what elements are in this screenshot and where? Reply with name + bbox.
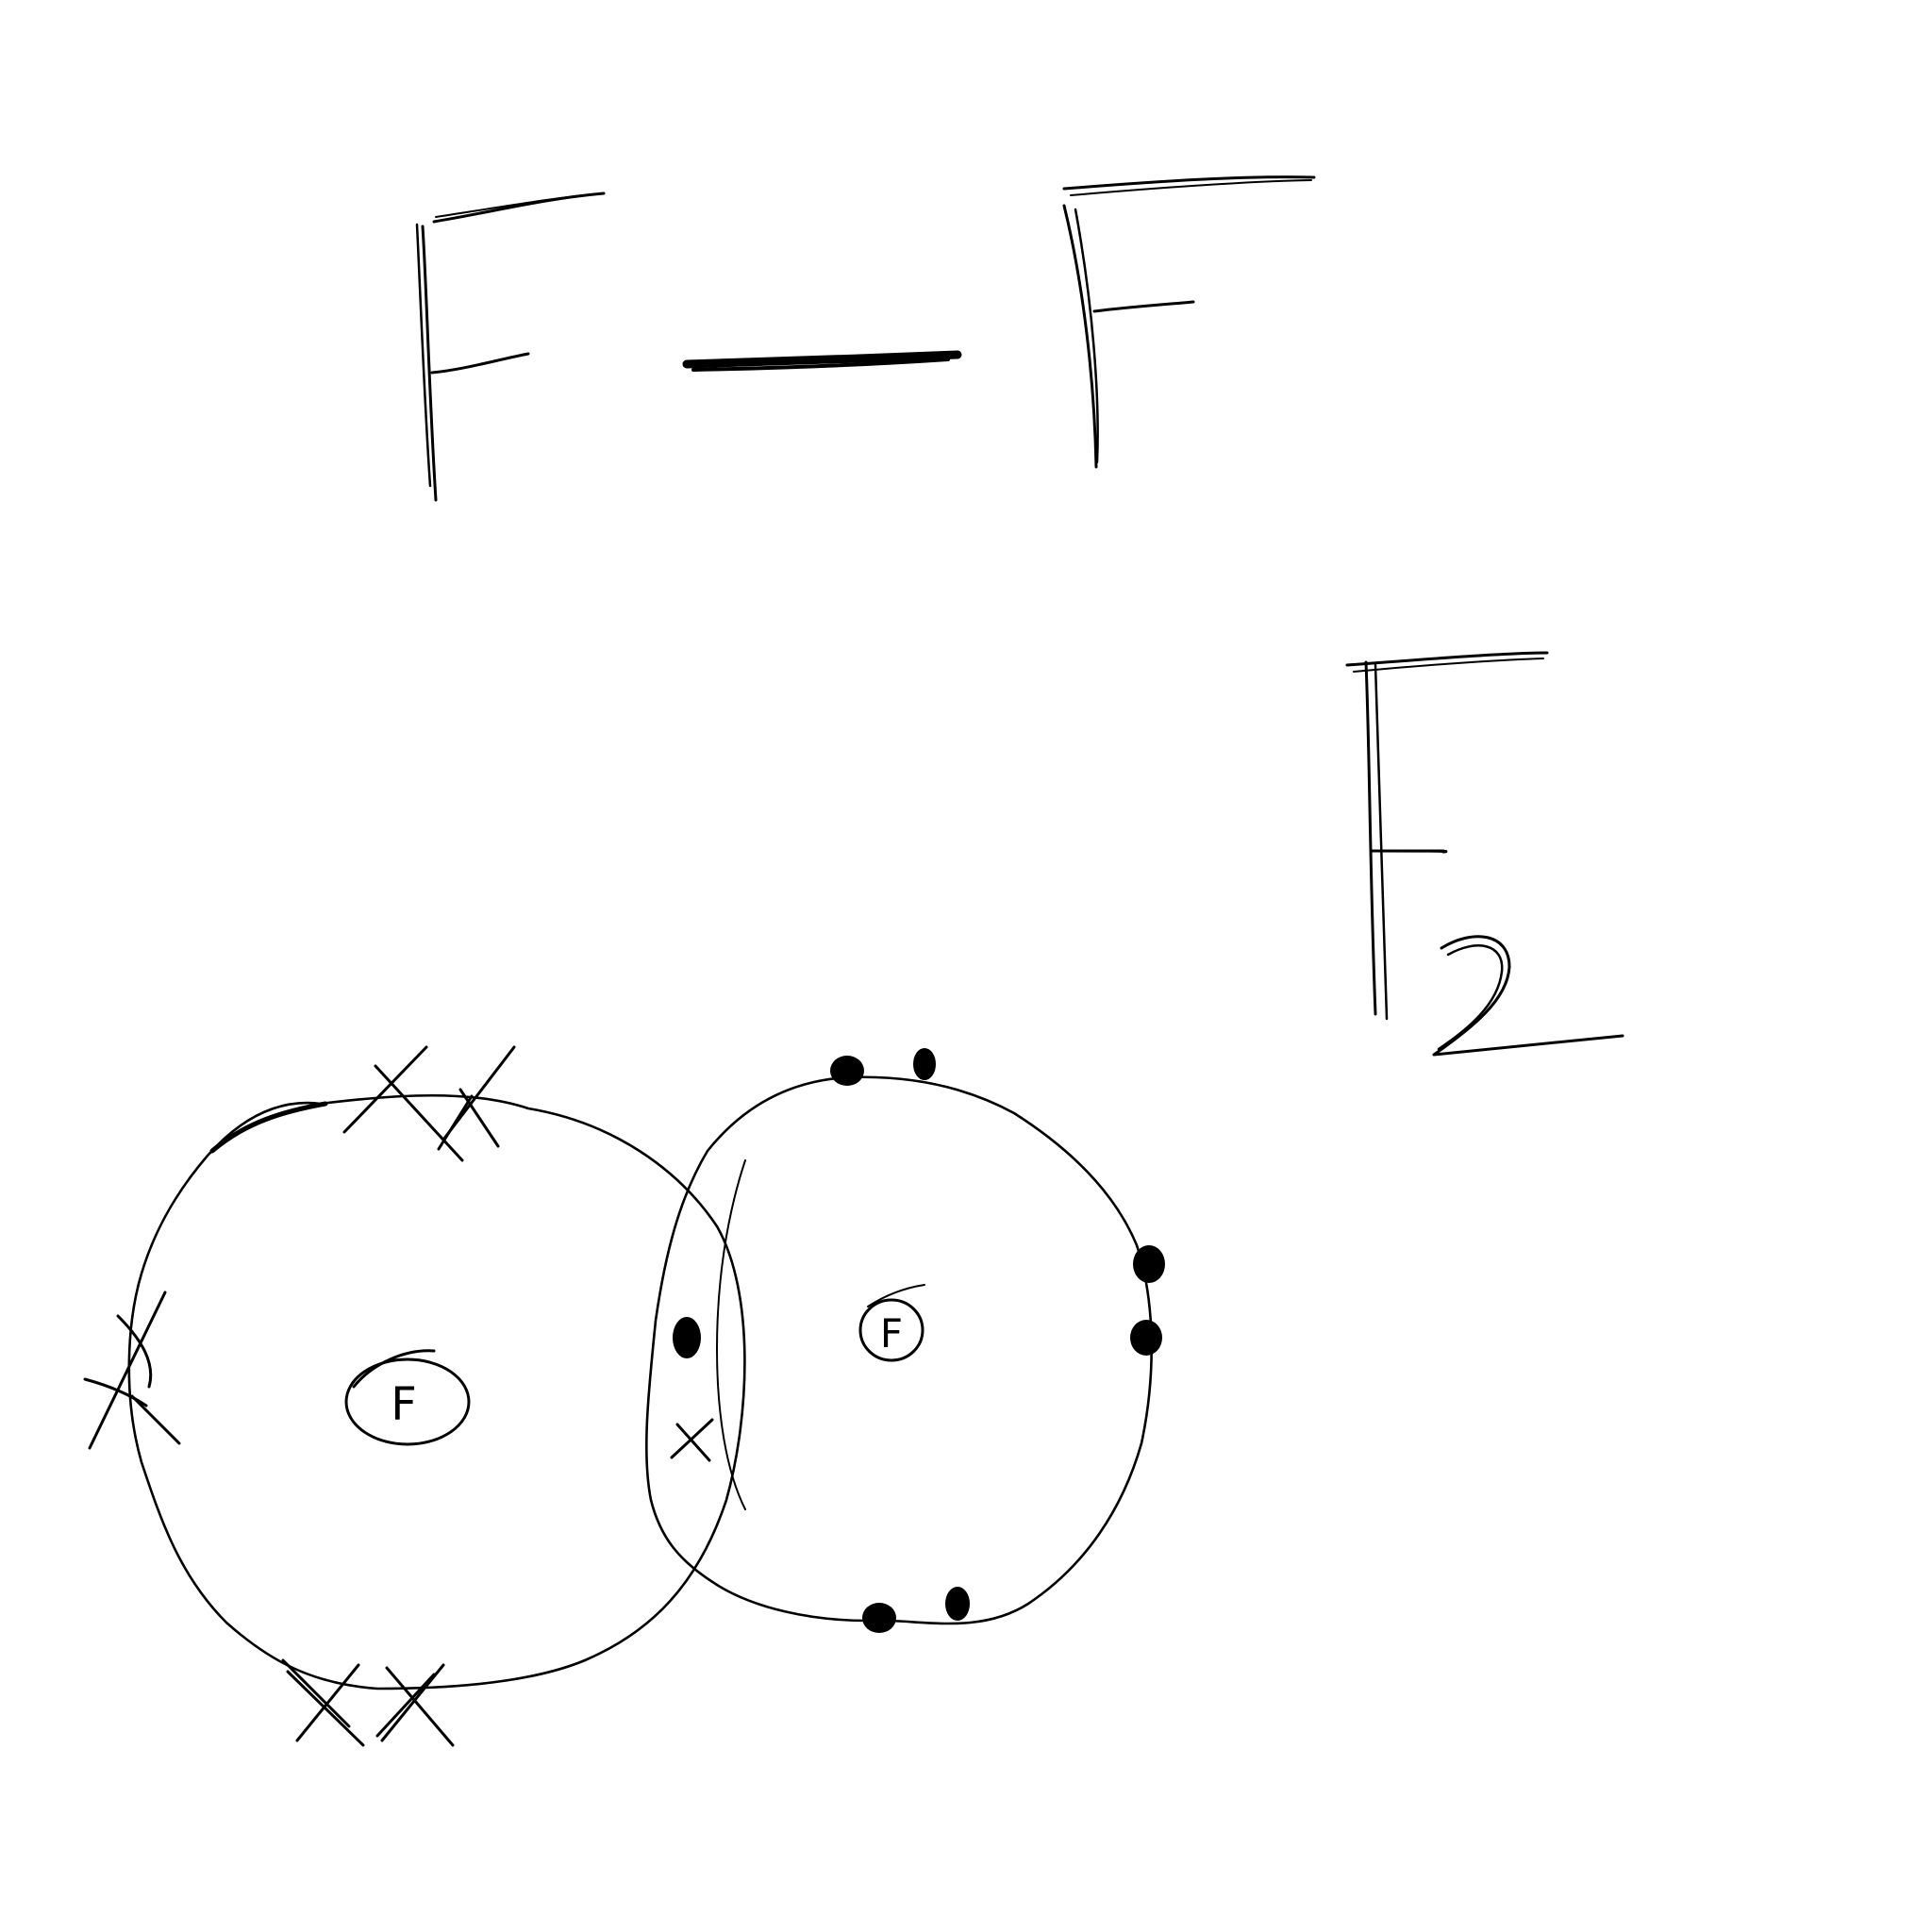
cross-electron [437, 1045, 516, 1151]
formula-element-label: F [1377, 845, 1380, 850]
right-atom-shell [645, 1075, 1153, 1625]
formula-subscript-label: 2 [1472, 996, 1474, 1001]
structural-left-atom-label: F [472, 308, 475, 312]
formula-subscript-2: 2 [1432, 935, 1624, 1057]
cross-electron [88, 1291, 167, 1450]
shared-dot-electron [673, 1317, 701, 1358]
left-atom-electron-crosses [83, 1045, 516, 1747]
cross-electron [281, 1658, 365, 1747]
left-nucleus-symbol: F [391, 1378, 417, 1431]
right-atom-electron-dots [830, 1048, 1165, 1633]
structural-formula: F F [415, 175, 1316, 502]
dot-electron [945, 1587, 970, 1621]
structural-right-atom: F [1062, 175, 1316, 469]
left-atom-shell [127, 1093, 746, 1690]
dot-electron [913, 1048, 936, 1080]
shared-cross-electron [670, 1418, 714, 1462]
cross-electron [83, 1377, 181, 1445]
dot-electron [830, 1056, 864, 1086]
right-nucleus-symbol: F [880, 1310, 903, 1357]
single-bond-line [682, 350, 962, 372]
dot-electron [862, 1603, 896, 1633]
dot-electron [1133, 1245, 1165, 1283]
cross-electron [375, 1663, 455, 1747]
molecular-formula: F 2 [1345, 651, 1624, 1057]
structural-left-atom: F [415, 192, 606, 502]
right-nucleus: F [858, 1284, 925, 1362]
left-nucleus: F [344, 1349, 471, 1446]
dot-cross-diagram: F F [83, 1045, 1165, 1747]
shared-electron-pair [670, 1317, 714, 1462]
dot-electron [1130, 1320, 1162, 1356]
cross-electron [342, 1045, 464, 1162]
formula-element-symbol: F [1345, 651, 1549, 1021]
